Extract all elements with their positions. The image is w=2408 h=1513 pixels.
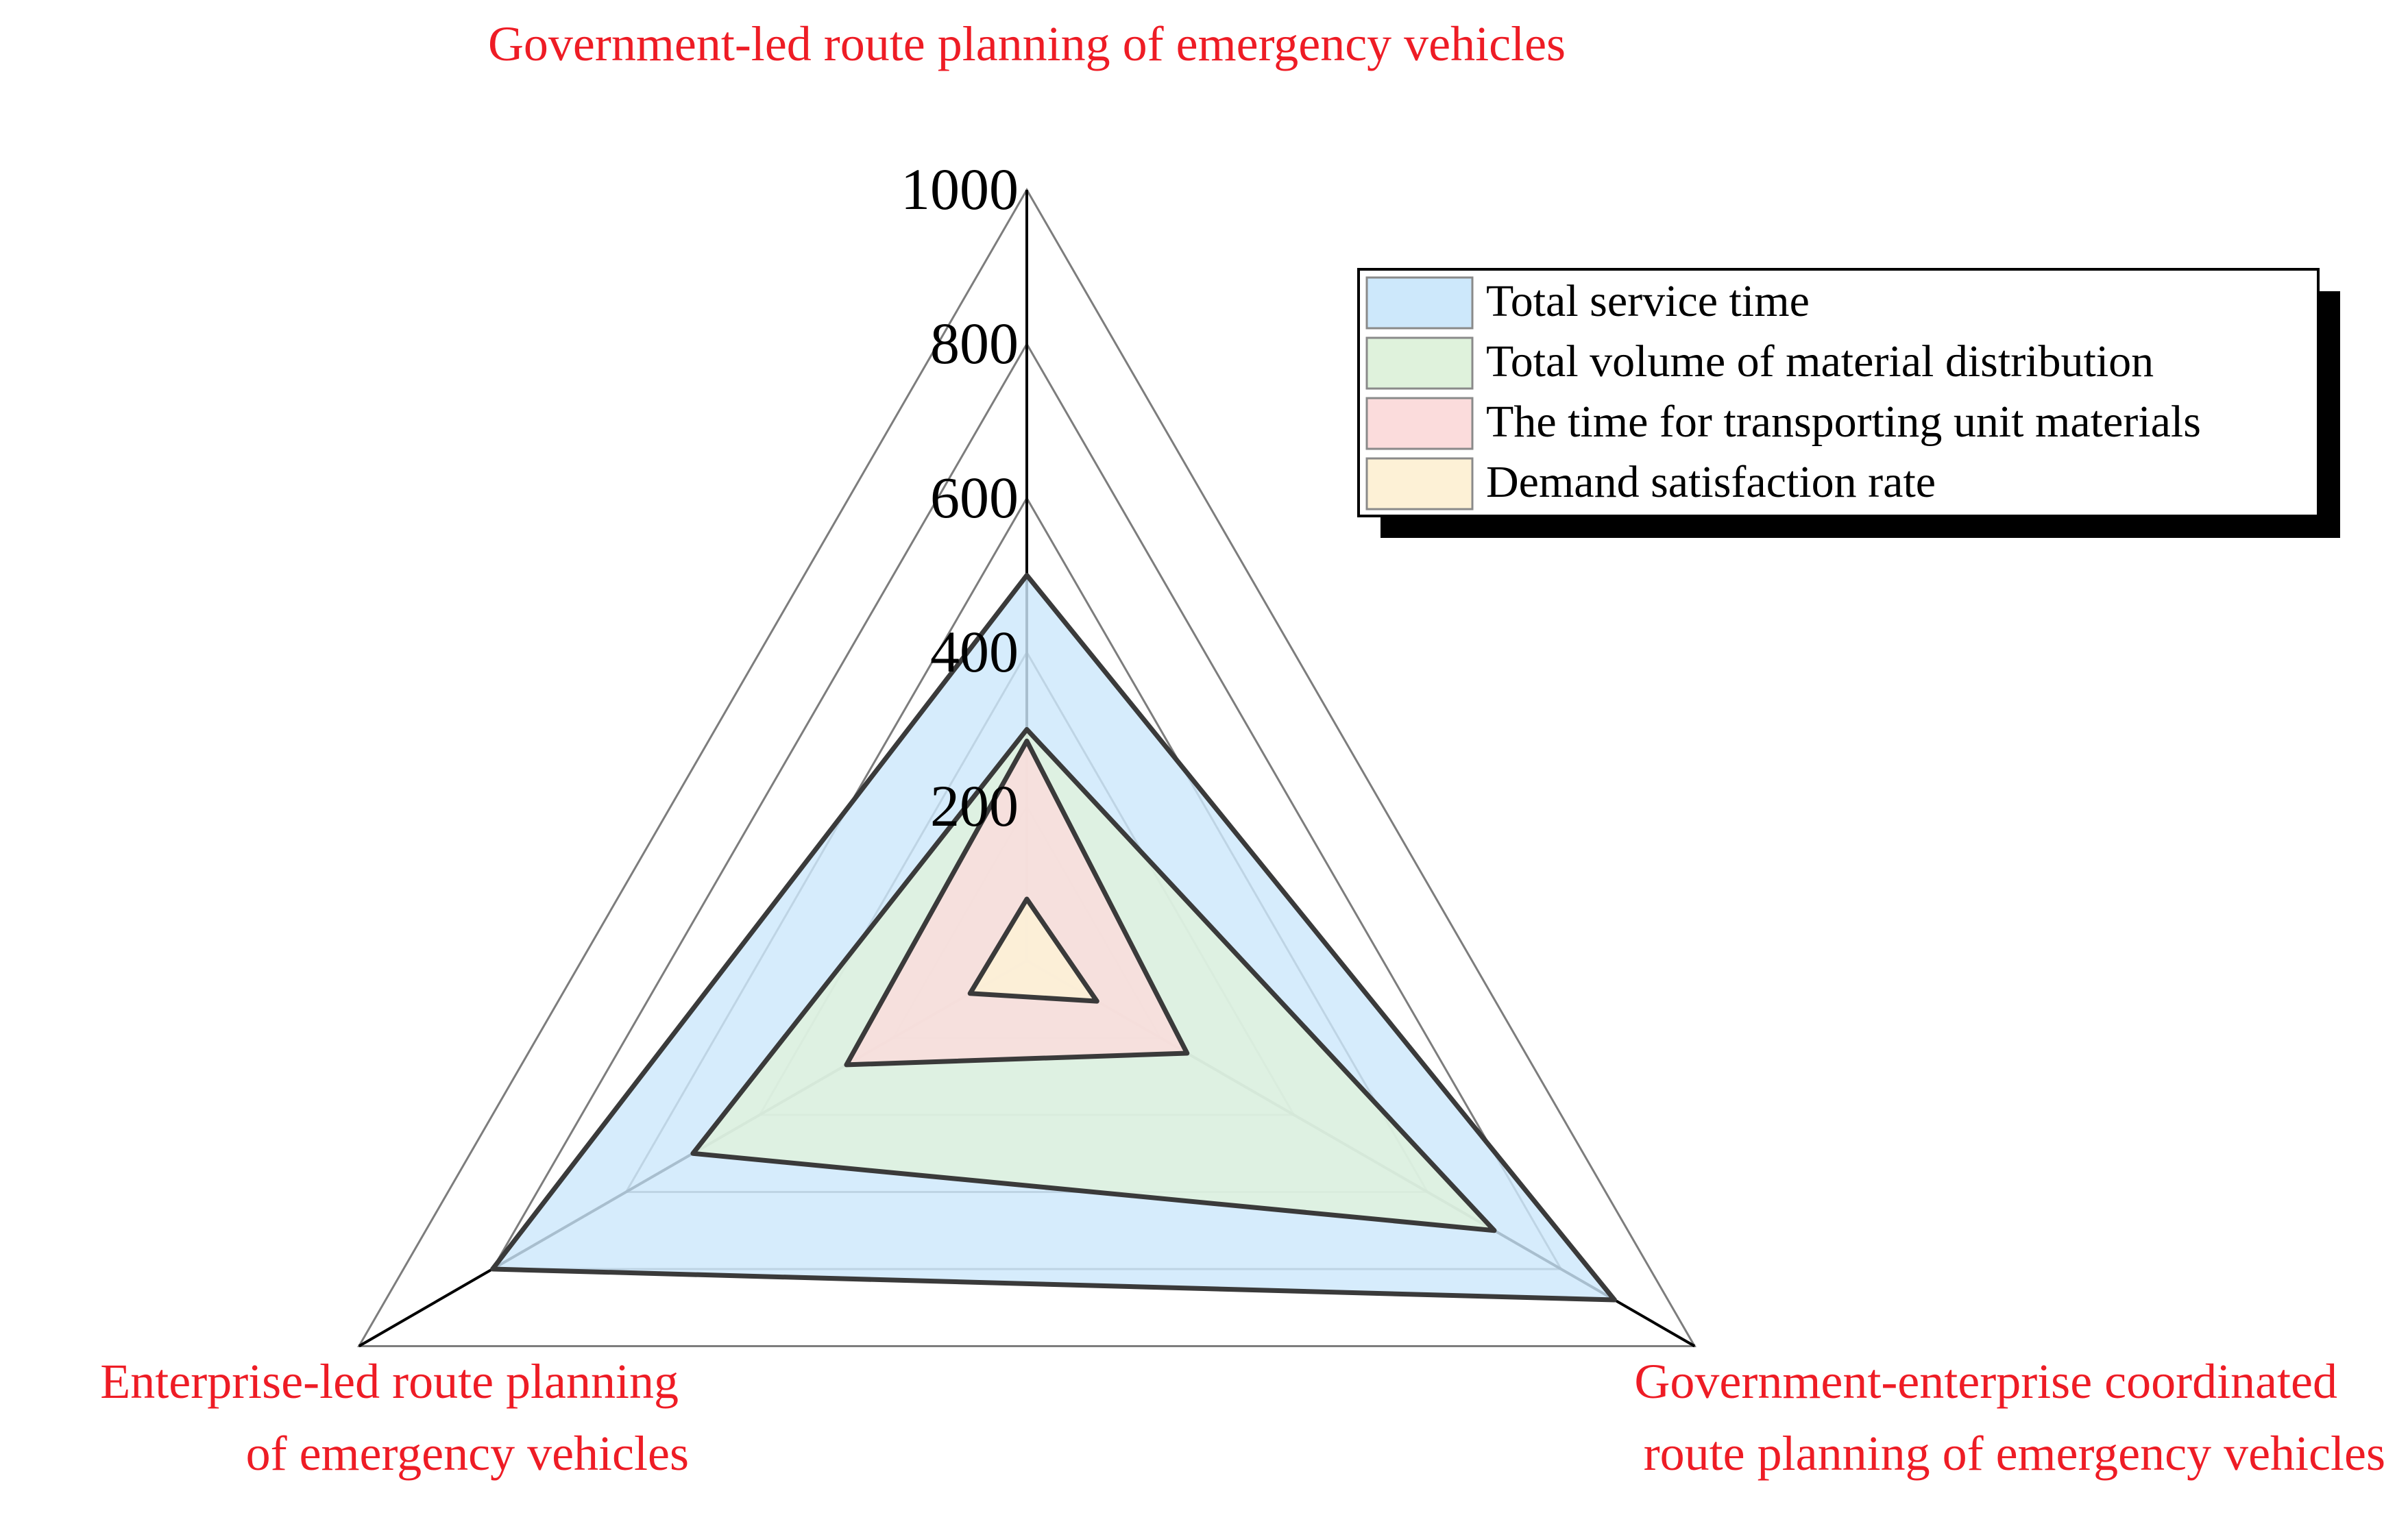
legend-box xyxy=(1357,268,2320,517)
legend-label-4: Demand satisfaction rate xyxy=(1486,457,1936,507)
tick-label-1000: 1000 xyxy=(901,156,1019,222)
legend-label-1: Total service time xyxy=(1486,276,1810,326)
axis-label-3-line-1: Enterprise-led route planning xyxy=(100,1354,679,1409)
legend-swatch-1 xyxy=(1365,276,1474,330)
tick-label-600: 600 xyxy=(930,465,1019,530)
axis-label-2-line-2: route planning of emergency vehicles xyxy=(1644,1426,2385,1481)
legend-label-2: Total volume of material distribution xyxy=(1486,336,2154,386)
series-area-3 xyxy=(844,738,1190,1068)
series-area-4 xyxy=(967,896,1099,1004)
legend-swatch-4 xyxy=(1365,457,1474,511)
axis-label-2-line-1: Government-enterprise coordinated xyxy=(1634,1354,2337,1409)
tick-label-200: 200 xyxy=(930,773,1019,839)
legend-swatch-2 xyxy=(1365,336,1474,390)
legend-label-3: The time for transporting unit materials xyxy=(1486,397,2201,447)
tick-label-400: 400 xyxy=(930,619,1019,685)
tick-label-800: 800 xyxy=(930,310,1019,376)
grid-ring-1000 xyxy=(357,188,1696,1347)
legend-swatch-3 xyxy=(1365,397,1474,450)
axis-label-3-line-2: of emergency vehicles xyxy=(246,1426,689,1481)
axis-label-1-line-1: Government-led route planning of emergen… xyxy=(488,16,1566,71)
